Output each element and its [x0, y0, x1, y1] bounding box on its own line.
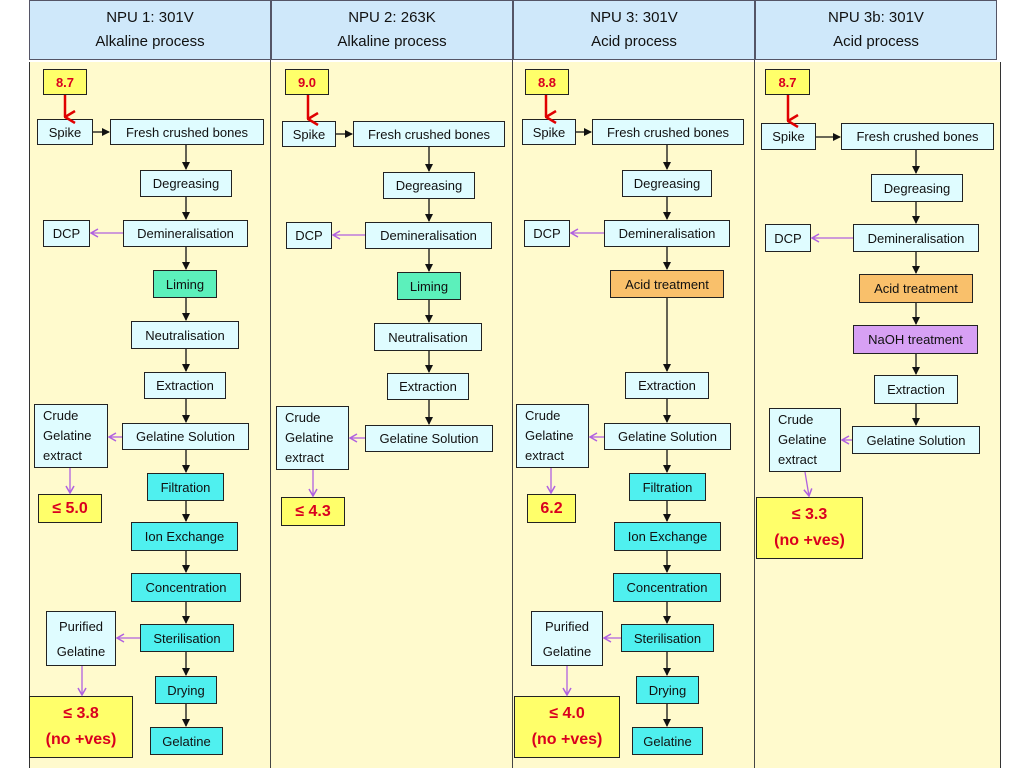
header-process: Alkaline process — [337, 33, 447, 50]
crude-result-box: ≤ 3.3 (no +ves) — [756, 497, 863, 559]
header-npu2: NPU 2: 263K Alkaline process — [271, 0, 513, 60]
step-gelatine: Gelatine — [150, 727, 223, 755]
step-extraction: Extraction — [874, 375, 958, 404]
spike-box: Spike — [282, 121, 336, 147]
spike-box: Spike — [37, 119, 93, 145]
step-extraction: Extraction — [387, 373, 469, 400]
step-gelatine-solution: Gelatine Solution — [365, 425, 493, 452]
step-demineralisation: Demineralisation — [365, 222, 492, 249]
step-gelatine-solution: Gelatine Solution — [852, 426, 980, 454]
step-degreasing: Degreasing — [871, 174, 963, 202]
step-fresh-crushed-bones: Fresh crushed bones — [353, 121, 505, 147]
purified-result-box: ≤ 3.8 (no +ves) — [29, 696, 133, 758]
purified-result-value: ≤ 3.8 — [63, 705, 99, 722]
crude-result-box: ≤ 4.3 — [281, 497, 345, 526]
spike-value-box: 8.7 — [765, 69, 810, 95]
dcp-box: DCP — [286, 222, 332, 249]
step-acid-treatment: Acid treatment — [610, 270, 724, 298]
header-process: Alkaline process — [95, 33, 205, 50]
step-concentration: Concentration — [613, 573, 721, 602]
step-filtration: Filtration — [629, 473, 706, 501]
column-divider — [270, 0, 271, 768]
step-ion-exchange: Ion Exchange — [131, 522, 238, 551]
step-gelatine: Gelatine — [632, 727, 703, 755]
spike-value-box: 8.7 — [43, 69, 87, 95]
step-fresh-crushed-bones: Fresh crushed bones — [592, 119, 744, 145]
purified-gelatine-box: Purified Gelatine — [46, 611, 116, 666]
purified-result-note: (no +ves) — [531, 731, 603, 748]
step-demineralisation: Demineralisation — [123, 220, 248, 247]
dcp-box: DCP — [43, 220, 90, 247]
step-filtration: Filtration — [147, 473, 224, 501]
step-neutralisation: Neutralisation — [374, 323, 482, 351]
header-title: NPU 3b: 301V — [828, 9, 924, 26]
step-fresh-crushed-bones: Fresh crushed bones — [841, 123, 994, 150]
step-acid-treatment: Acid treatment — [859, 274, 973, 303]
step-degreasing: Degreasing — [383, 172, 475, 199]
crude-result-value: ≤ 3.3 — [791, 506, 828, 523]
step-extraction: Extraction — [625, 372, 709, 399]
header-title: NPU 3: 301V — [590, 9, 678, 26]
dcp-box: DCP — [765, 224, 811, 252]
step-liming: Liming — [397, 272, 461, 300]
crude-result-box: ≤ 5.0 — [38, 494, 102, 523]
crude-gelatine-extract-box: Crude Gelatine extract — [34, 404, 108, 468]
step-neutralisation: Neutralisation — [131, 321, 239, 349]
spike-box: Spike — [522, 119, 576, 145]
purified-result-value: ≤ 4.0 — [549, 705, 585, 722]
purified-gelatine-box: Purified Gelatine — [531, 611, 603, 666]
crude-gelatine-extract-box: Crude Gelatine extract — [516, 404, 589, 468]
diagram-background — [29, 62, 1001, 768]
step-sterilisation: Sterilisation — [140, 624, 234, 652]
crude-result-note: (no +ves) — [774, 532, 845, 549]
header-npu3: NPU 3: 301V Acid process — [513, 0, 755, 60]
crude-gelatine-extract-box: Crude Gelatine extract — [769, 408, 841, 472]
step-liming: Liming — [153, 270, 217, 298]
purified-result-box: ≤ 4.0 (no +ves) — [514, 696, 620, 758]
spike-value-box: 8.8 — [525, 69, 569, 95]
header-title: NPU 2: 263K — [348, 9, 436, 26]
crude-result-box: 6.2 — [527, 494, 576, 523]
crude-gelatine-extract-box: Crude Gelatine extract — [276, 406, 349, 470]
step-gelatine-solution: Gelatine Solution — [122, 423, 249, 450]
step-sterilisation: Sterilisation — [621, 624, 714, 652]
step-demineralisation: Demineralisation — [853, 224, 979, 252]
column-divider — [754, 0, 755, 768]
step-drying: Drying — [155, 676, 217, 704]
dcp-box: DCP — [524, 220, 570, 247]
step-ion-exchange: Ion Exchange — [614, 522, 721, 551]
step-gelatine-solution: Gelatine Solution — [604, 423, 731, 450]
step-drying: Drying — [636, 676, 699, 704]
column-divider — [512, 0, 513, 768]
step-naoh-treatment: NaOH treatment — [853, 325, 978, 354]
step-fresh-crushed-bones: Fresh crushed bones — [110, 119, 264, 145]
purified-result-note: (no +ves) — [45, 731, 117, 748]
spike-box: Spike — [761, 123, 816, 150]
header-title: NPU 1: 301V — [106, 9, 194, 26]
spike-value-box: 9.0 — [285, 69, 329, 95]
header-process: Acid process — [833, 33, 919, 50]
step-extraction: Extraction — [144, 372, 226, 399]
step-demineralisation: Demineralisation — [604, 220, 730, 247]
step-degreasing: Degreasing — [622, 170, 712, 197]
step-concentration: Concentration — [131, 573, 241, 602]
header-npu1: NPU 1: 301V Alkaline process — [29, 0, 271, 60]
header-process: Acid process — [591, 33, 677, 50]
header-npu3b: NPU 3b: 301V Acid process — [755, 0, 997, 60]
step-degreasing: Degreasing — [140, 170, 232, 197]
